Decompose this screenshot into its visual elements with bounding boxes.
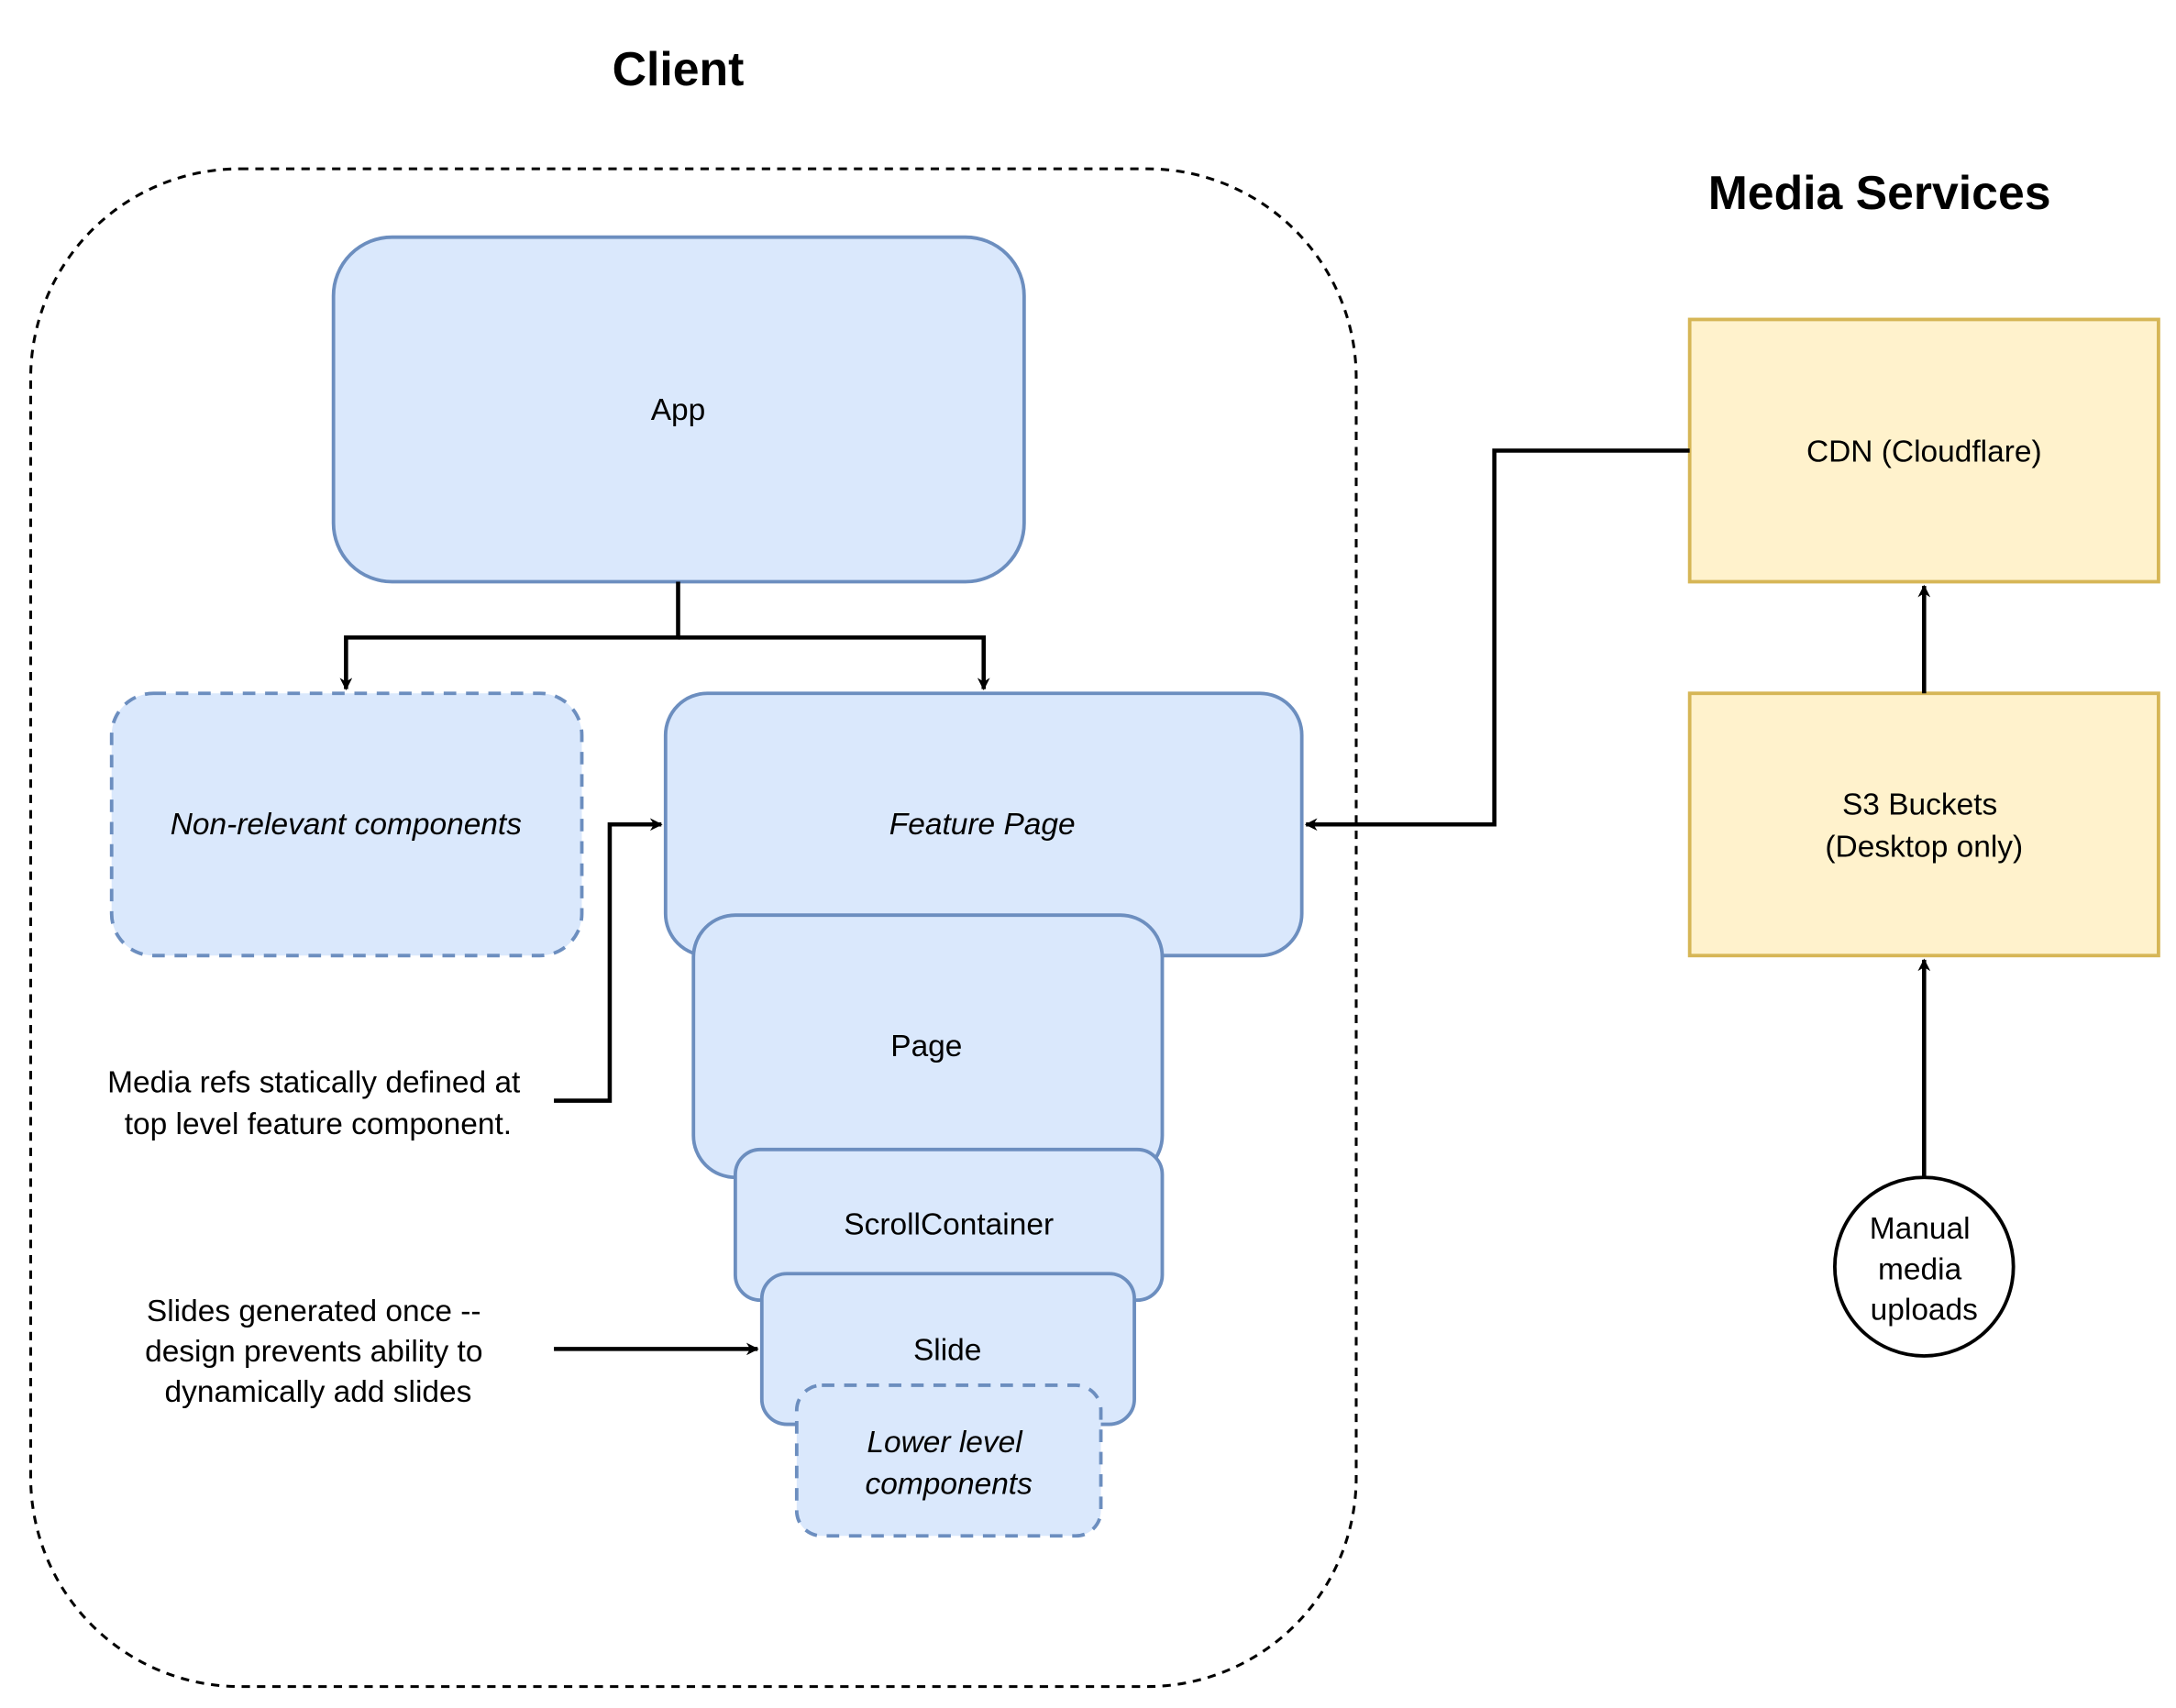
slide-label: Slide	[913, 1334, 981, 1368]
manual-media-uploads-node[interactable]: Manual media uploads	[1833, 1175, 2016, 1358]
s3-buckets-label: S3 Buckets (Desktop only)	[1825, 788, 2023, 865]
non-relevant-components-label: Non-relevant components	[171, 808, 523, 842]
feature-page-node[interactable]: Feature Page	[663, 691, 1304, 958]
slides-generated-note: Slides generated once -- design prevents…	[145, 1295, 492, 1409]
scroll-container-label: ScrollContainer	[844, 1208, 1054, 1242]
app-node[interactable]: App	[331, 235, 1026, 584]
edge-app-to-feature-page	[678, 635, 990, 691]
lower-level-components-label: Lower level components	[866, 1426, 1033, 1502]
non-relevant-components-node[interactable]: Non-relevant components	[109, 691, 584, 958]
lower-level-components-node[interactable]: Lower level components	[794, 1383, 1103, 1538]
media-refs-note: Media refs statically defined at top lev…	[107, 1065, 529, 1141]
feature-page-label: Feature Page	[889, 808, 1076, 842]
cdn-label: CDN (Cloudflare)	[1806, 435, 2042, 469]
page-node[interactable]: Page	[691, 913, 1165, 1180]
app-label: App	[651, 393, 706, 427]
client-title: Client	[613, 42, 745, 95]
cdn-node[interactable]: CDN (Cloudflare)	[1687, 317, 2160, 584]
edge-media-refs-to-feature-page	[554, 818, 663, 1103]
page-label: Page	[890, 1030, 962, 1063]
manual-media-uploads-label: Manual media uploads	[1870, 1212, 1979, 1327]
media-services-title: Media Services	[1708, 166, 2051, 219]
edge-app-to-non-relevant	[339, 581, 680, 691]
edge-cdn-to-feature-page	[1304, 448, 1690, 832]
s3-buckets-node[interactable]: S3 Buckets (Desktop only)	[1687, 691, 2160, 958]
